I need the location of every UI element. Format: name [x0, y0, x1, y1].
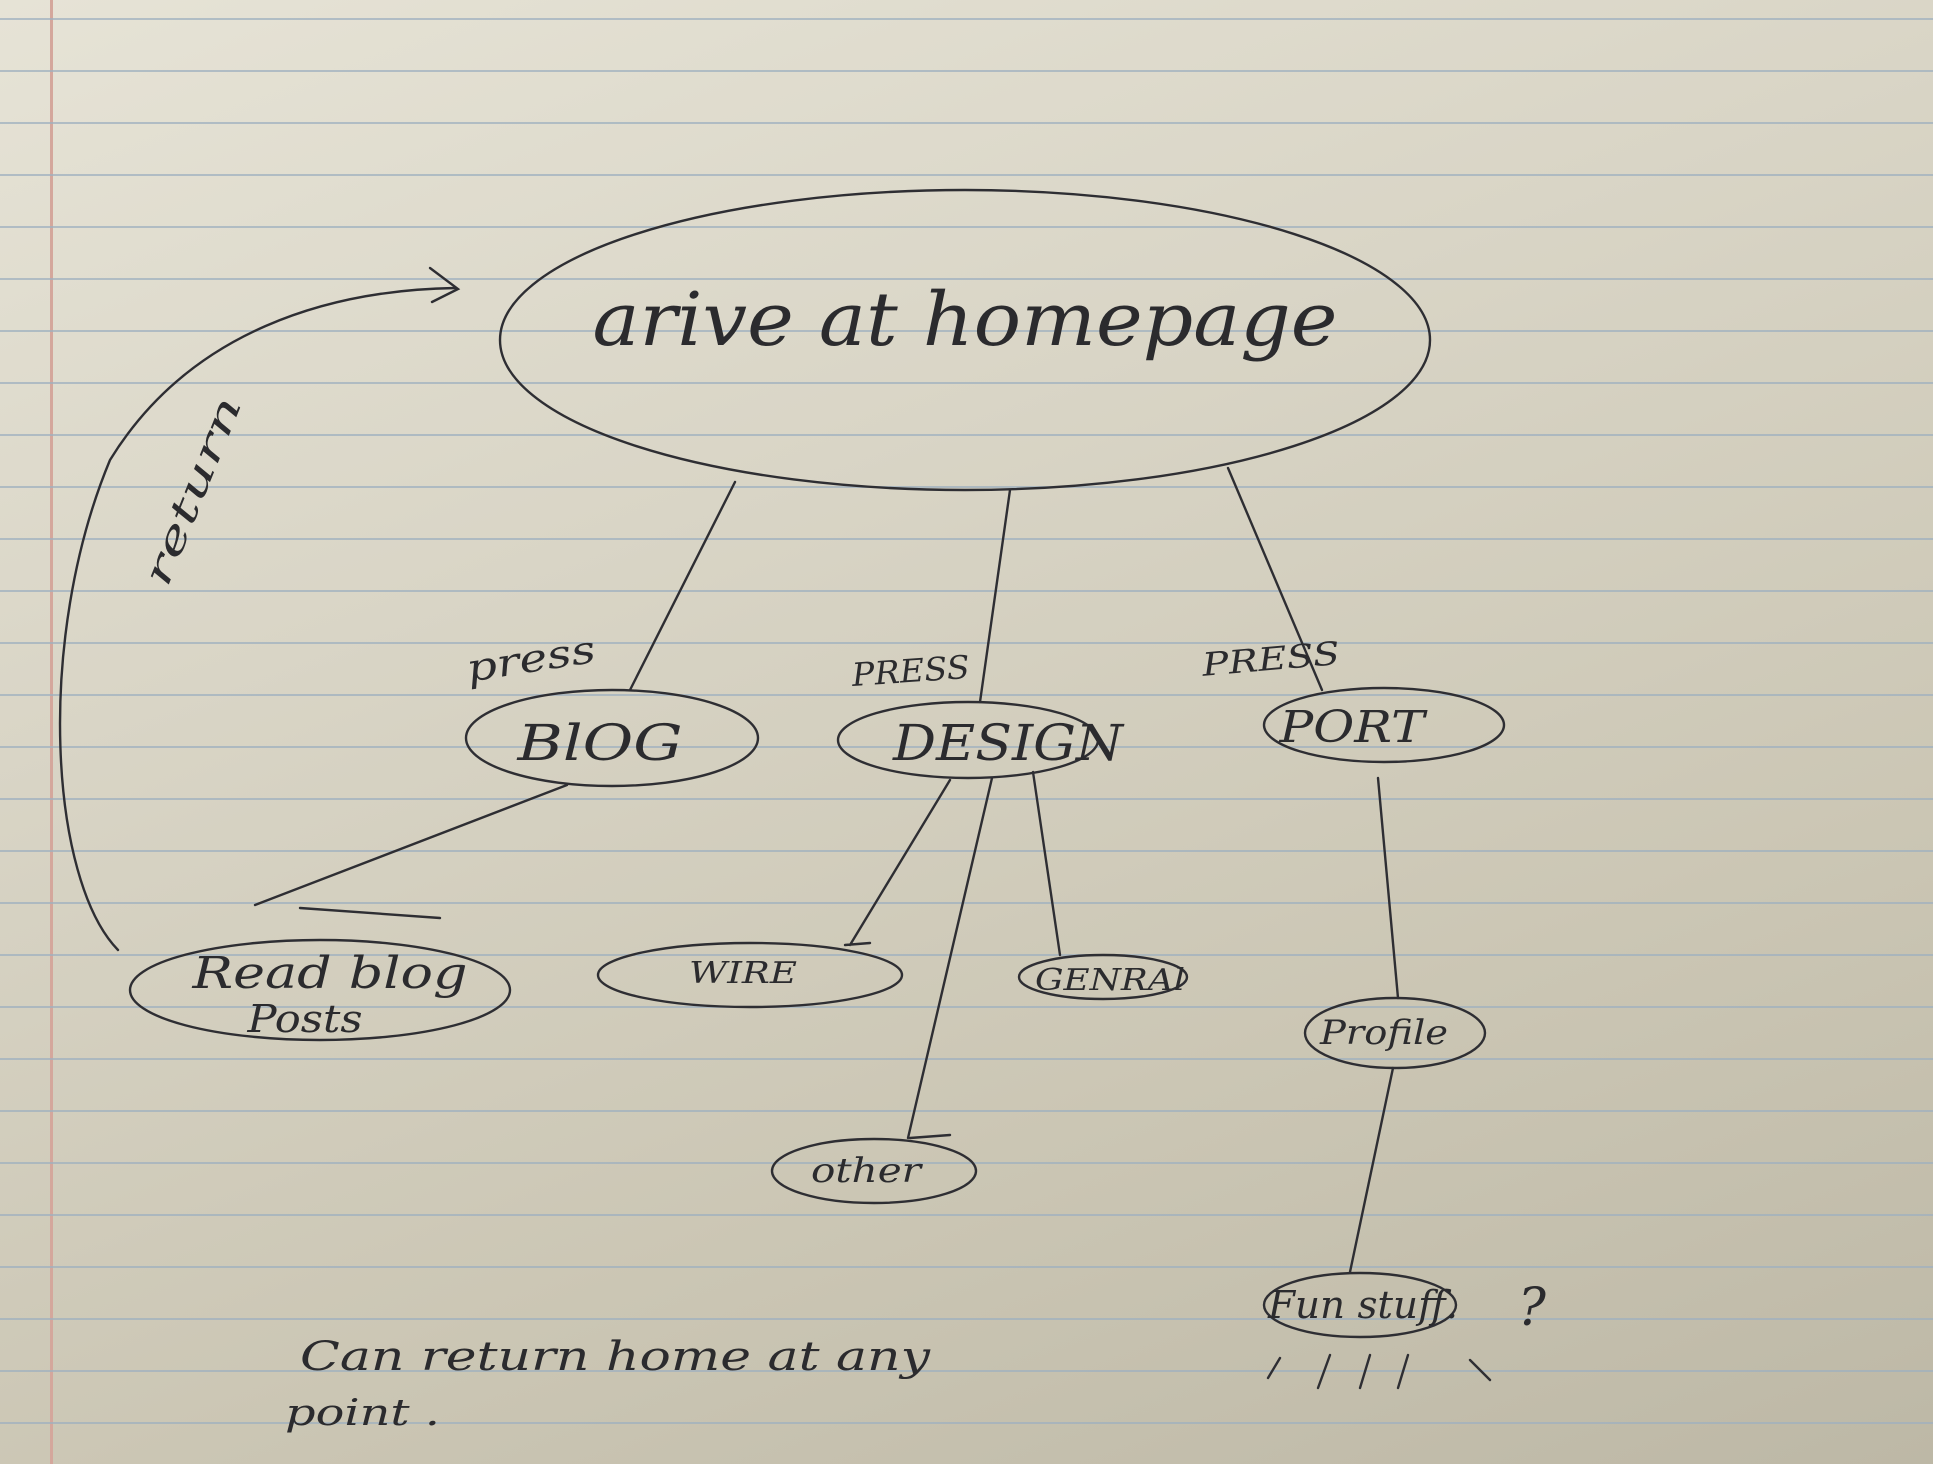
profile-node	[1303, 996, 1487, 1070]
ruled-line	[0, 1318, 1933, 1320]
ruled-line	[0, 642, 1933, 644]
read-blog-label: Read blog	[191, 948, 467, 999]
ruled-line	[0, 486, 1933, 488]
ruled-line	[0, 538, 1933, 540]
margin-line	[50, 0, 53, 1464]
fun-stuff-ticks	[1266, 1353, 1492, 1390]
port-node	[1262, 686, 1506, 764]
note-line-2: point .	[285, 1393, 440, 1434]
home-to-blog-line	[628, 480, 737, 692]
ruled-line	[0, 590, 1933, 592]
blog-label: BlOG	[516, 714, 682, 772]
genral-node	[1017, 953, 1189, 1001]
blog-node	[464, 688, 760, 788]
home-to-design-line	[978, 488, 1012, 704]
press-blog-label: press	[463, 627, 598, 691]
homepage-node	[498, 188, 1432, 492]
posts-label: Posts	[246, 997, 362, 1041]
press-design-label: PRESS	[849, 648, 970, 694]
ruled-line	[0, 278, 1933, 280]
press-port-label: PRESS	[1199, 634, 1341, 684]
return-label: return	[135, 390, 251, 592]
ruled-line	[0, 122, 1933, 124]
wire-node	[596, 941, 904, 1009]
ruled-line	[0, 954, 1933, 956]
return-arrow	[58, 286, 457, 952]
ruled-line	[0, 694, 1933, 696]
ruled-line	[0, 382, 1933, 384]
ruled-line	[0, 1422, 1933, 1424]
design-node	[836, 700, 1100, 780]
ruled-line	[0, 1058, 1933, 1060]
design-to-wire-line	[843, 778, 952, 947]
other-label: other	[811, 1151, 923, 1191]
ruled-line	[0, 798, 1933, 800]
ruled-line	[0, 70, 1933, 72]
wire-label: WIRE	[689, 956, 797, 991]
fun-stuff-label: Fun stuff.	[1267, 1283, 1458, 1327]
ruled-line	[0, 330, 1933, 332]
ruled-line	[0, 1370, 1933, 1372]
ruled-line	[0, 1110, 1933, 1112]
question-mark: ?	[1518, 1278, 1547, 1338]
read-blog-node	[128, 938, 512, 1042]
ruled-line	[0, 18, 1933, 20]
return-arrowhead-icon	[428, 266, 461, 304]
ruled-line	[0, 1006, 1933, 1008]
ruled-line	[0, 1266, 1933, 1268]
design-to-other-line	[906, 776, 994, 1140]
ruled-line	[0, 174, 1933, 176]
ruled-line	[0, 902, 1933, 904]
ruled-line	[0, 746, 1933, 748]
profile-to-fun-line	[1348, 1066, 1395, 1274]
port-label: PORT	[1278, 702, 1428, 753]
port-to-profile-line	[1376, 776, 1400, 1000]
ruled-line	[0, 850, 1933, 852]
profile-label: Profile	[1319, 1013, 1448, 1053]
ruled-line	[0, 226, 1933, 228]
design-to-genral-line	[1031, 770, 1062, 957]
design-label: DESIGN	[892, 714, 1125, 772]
ruled-line	[0, 1214, 1933, 1216]
other-node	[770, 1137, 978, 1205]
ruled-line	[0, 434, 1933, 436]
fun-stuff-node	[1262, 1271, 1458, 1339]
ruled-line	[0, 1162, 1933, 1164]
note-line-1: Can return home at any	[300, 1334, 932, 1380]
home-to-port-line	[1226, 466, 1324, 692]
genral-label: GENRAl	[1035, 963, 1185, 998]
blog-to-read-line	[253, 783, 569, 920]
homepage-label: arive at homepage	[593, 277, 1338, 363]
